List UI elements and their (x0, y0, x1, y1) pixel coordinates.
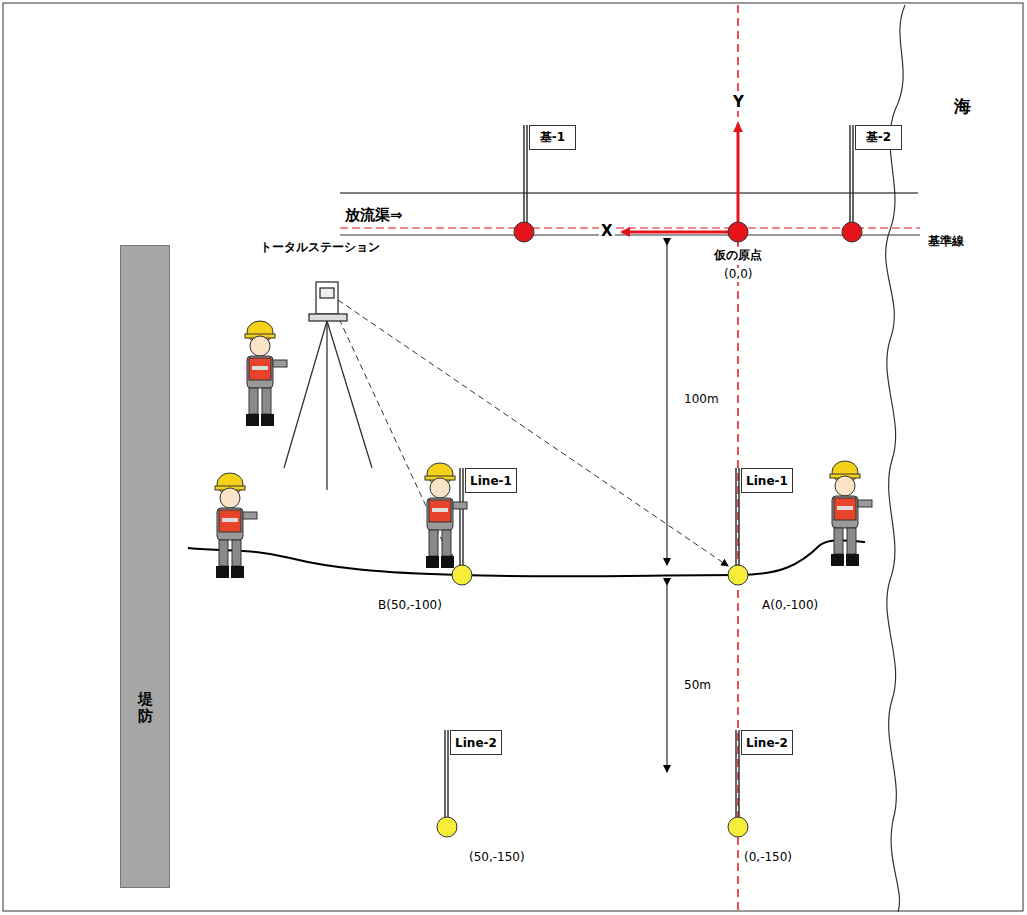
coordinate-label: (0,0) (722, 268, 754, 282)
instrument-label: トータルステーション (260, 241, 380, 255)
baseline-label: 基準線 (928, 235, 964, 249)
levee-band: 堤防 (120, 245, 170, 888)
dimension-label: 100m (684, 393, 719, 407)
dimension-label: 50m (684, 679, 711, 693)
point-label: (50,-150) (469, 851, 525, 865)
line-flag: Line-2 (741, 730, 793, 755)
flag-label: Line-2 (746, 736, 788, 750)
origin-label: 仮の原点 (712, 249, 764, 263)
point-label: (0,-150) (744, 851, 792, 865)
levee-label: 堤防 (138, 691, 153, 724)
base-flag: 基-1 (529, 125, 576, 150)
axis-label: X (599, 223, 615, 240)
flag-label: Line-1 (470, 474, 512, 488)
sea-label: 海 (954, 97, 971, 117)
line-flag: Line-1 (465, 468, 517, 493)
flag-label: Line-2 (455, 736, 497, 750)
flag-label: 基-1 (540, 129, 565, 146)
point-label: A(0,-100) (762, 599, 818, 613)
flag-label: 基-2 (866, 129, 891, 146)
base-flag: 基-2 (855, 125, 902, 150)
axis-label: Y (731, 94, 746, 111)
line-flag: Line-2 (450, 730, 502, 755)
channel-label: 放流渠⇒ (345, 207, 403, 224)
point-label: B(50,-100) (378, 599, 442, 613)
line-flag: Line-1 (741, 468, 793, 493)
flag-label: Line-1 (746, 474, 788, 488)
